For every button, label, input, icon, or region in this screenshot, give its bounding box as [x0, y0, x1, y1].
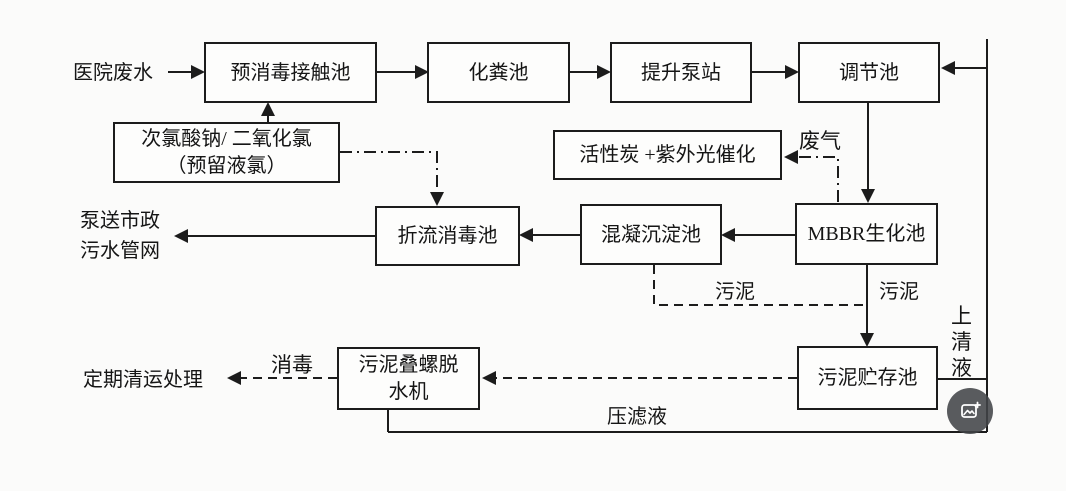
- connector-mbbr-to-storage: [860, 265, 874, 347]
- dosing-line2: （预留液氯）: [166, 154, 287, 177]
- arrowhead: [721, 228, 735, 242]
- arrowhead: [784, 150, 798, 164]
- arrowhead: [227, 371, 241, 385]
- connector-wastegas-to-carbon: [784, 150, 839, 202]
- connector-coagulation-to-baffled: [519, 228, 580, 242]
- arrowhead: [597, 65, 611, 79]
- label-sludge-dashed: 污泥: [715, 281, 755, 303]
- node-lift-pump-station: 提升泵站: [610, 42, 752, 103]
- node-regulation-tank: 调节池: [798, 42, 940, 103]
- node-sludge-storage-tank: 污泥贮存池: [797, 346, 938, 410]
- arrowhead: [430, 192, 444, 206]
- dewatering-line1: 污泥叠螺脱: [358, 353, 459, 376]
- dosing-line1: 次氯酸钠/ 二氧化氯: [141, 127, 312, 150]
- connector-lift-to-regulation: [752, 65, 799, 79]
- node-dosing-chemicals: 次氯酸钠/ 二氧化氯 （预留液氯）: [113, 122, 340, 183]
- arrowhead: [785, 65, 799, 79]
- arrowhead: [482, 371, 496, 385]
- arrowhead: [861, 189, 875, 203]
- label-filter-press-liquid: 压滤液: [607, 406, 667, 428]
- connector-pre-to-septic: [377, 65, 429, 79]
- connector-coagulation-sludge: [653, 265, 867, 306]
- node-coagulation-sedimentation-tank: 混凝沉淀池: [580, 204, 722, 265]
- node-activated-carbon-uv: 活性炭 +紫外光催化: [553, 130, 782, 180]
- image-plus-icon: [961, 401, 981, 418]
- municipal-line2: 污水管网: [80, 240, 160, 262]
- arrowhead: [941, 61, 955, 75]
- dewatering-line2: 水机: [388, 380, 429, 403]
- connector-mbbr-to-coagulation: [721, 228, 795, 242]
- node-sludge-dewatering-machine: 污泥叠螺脱 水机: [337, 347, 480, 410]
- arrowhead: [261, 102, 275, 116]
- connector-return-riser: [941, 39, 988, 432]
- label-sludge-down: 污泥: [879, 281, 919, 303]
- municipal-line1: 泵送市政: [80, 210, 160, 232]
- connector-regulation-to-mbbr: [861, 103, 875, 203]
- arrowhead: [174, 229, 188, 243]
- arrowhead: [191, 65, 205, 79]
- label-waste-gas: 废气: [799, 129, 841, 153]
- arrowhead: [415, 65, 429, 79]
- node-baffled-disinfection-tank: 折流消毒池: [375, 206, 520, 266]
- label-supernatant: 上清液: [951, 304, 972, 380]
- connector-baffled-to-municipal: [174, 229, 375, 243]
- connector-dosing-to-pre: [261, 102, 275, 122]
- node-pre-disinfection-tank: 预消毒接触池: [204, 42, 377, 103]
- label-disinfection: 消毒: [271, 353, 313, 377]
- connector-storage-to-dewatering: [482, 371, 797, 385]
- arrowhead: [860, 333, 874, 347]
- connector-septic-to-lift: [570, 65, 611, 79]
- label-regular-disposal: 定期清运处理: [83, 369, 203, 391]
- node-mbbr-tank: MBBR生化池: [795, 203, 938, 265]
- connector-dosing-to-baffled: [340, 151, 444, 206]
- arrowhead: [519, 228, 533, 242]
- connector-dewatering-to-disposal: [227, 371, 337, 385]
- connector-filter-press-line: [387, 410, 987, 433]
- connector-hospital-to-pre: [168, 65, 205, 79]
- save-image-button[interactable]: [947, 388, 993, 434]
- node-septic-tank: 化粪池: [427, 42, 570, 103]
- label-hospital-wastewater: 医院废水: [73, 62, 153, 84]
- label-municipal-network: 泵送市政 污水管网: [80, 206, 160, 266]
